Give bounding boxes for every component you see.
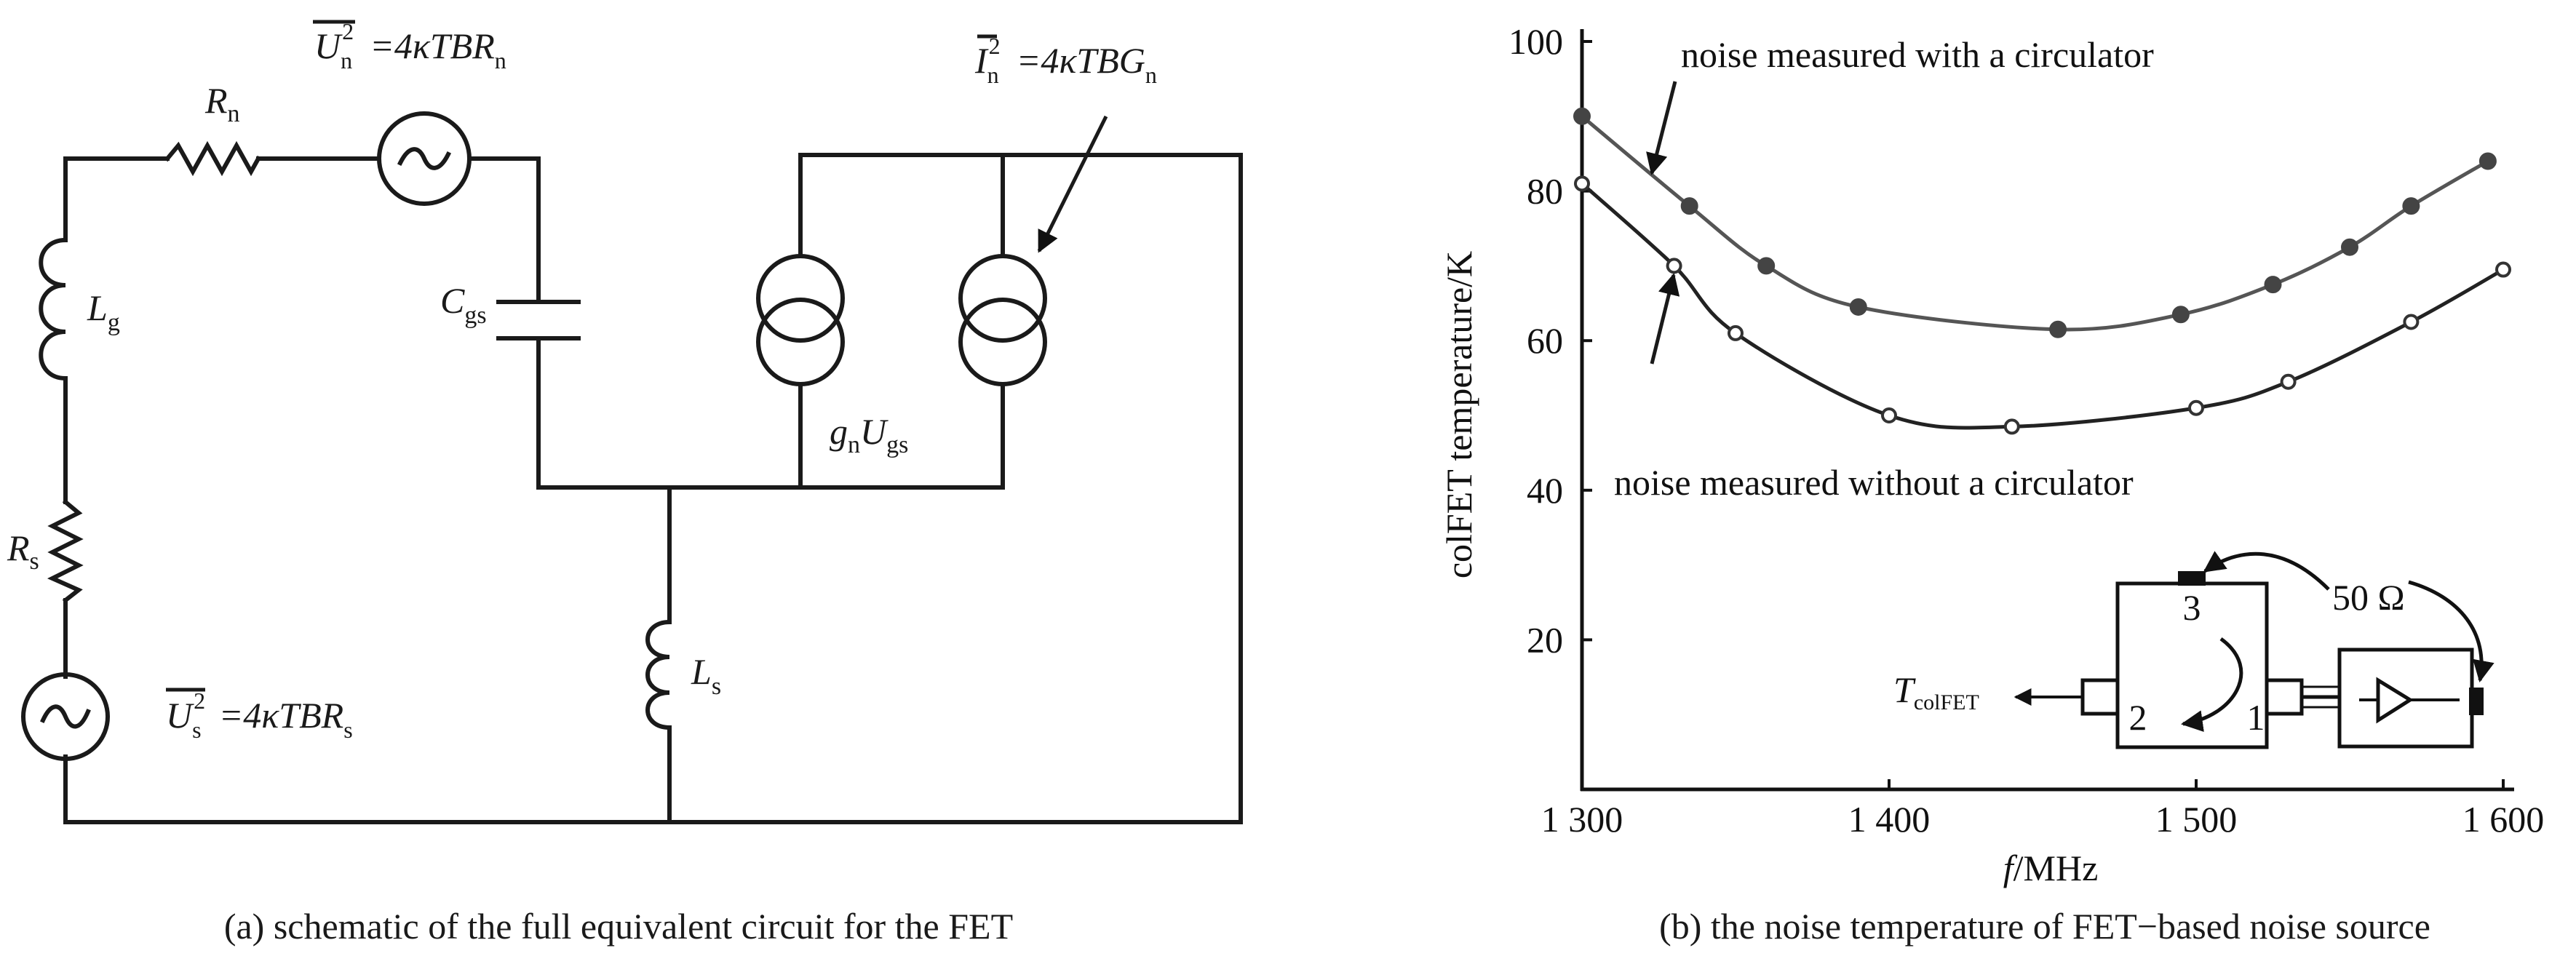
y-tick-label: 80 (1527, 171, 1563, 212)
inset-ohm-label: 50 Ω (2332, 577, 2405, 618)
current-source-in (958, 254, 1047, 386)
label-lg: Lg (87, 287, 120, 336)
series-line (1581, 182, 2505, 430)
current-source-gn-ugs (756, 254, 845, 386)
in-pointer-arrow (1037, 115, 1108, 253)
series-without-circulator (1574, 175, 2511, 435)
data-point (2188, 399, 2204, 416)
data-point (1849, 298, 1867, 316)
data-point (2341, 238, 2358, 256)
data-point (2495, 261, 2511, 278)
label-gn-ugs: gnUgs (830, 411, 908, 458)
x-tick-label: 1 600 (2462, 799, 2545, 840)
inset-port-1: 1 (2247, 697, 2265, 738)
data-point (2402, 197, 2420, 215)
inset-port-2: 2 (2129, 697, 2147, 738)
inset-port-3: 3 (2183, 587, 2201, 628)
arrow-ohm-amp (2408, 580, 2494, 682)
data-point (1666, 258, 1682, 274)
data-point (1728, 324, 1744, 341)
x-tick-label: 1 400 (1848, 799, 1931, 840)
data-point (1881, 407, 1897, 423)
noise-temperature-chart: 20 40 60 80 100 1 300 1 400 1 500 1 600 colFET … (1439, 21, 2544, 888)
caption-b: (b) the noise temperature of FET−based n… (1659, 906, 2430, 947)
arrow-with (1646, 81, 1677, 175)
svg-text:I2n=4κTBGn: I2n=4κTBGn (974, 33, 1157, 88)
data-point (2003, 418, 2020, 435)
y-tick-label: 40 (1527, 470, 1563, 511)
y-tick-label: 100 (1508, 21, 1563, 62)
label-ls: Ls (691, 651, 721, 700)
series-with-circulator (1573, 107, 2497, 338)
data-point (2403, 314, 2420, 330)
x-ticks: 1 300 1 400 1 500 1 600 (1541, 779, 2545, 840)
data-point (1574, 175, 1590, 192)
data-point (1757, 257, 1776, 275)
x-tick-label: 1 500 (2155, 799, 2238, 840)
series-line (1581, 114, 2489, 332)
y-axis-label: colFET temperature/K (1439, 251, 1479, 578)
data-point (2264, 276, 2282, 294)
circulator-inset: 3 2 1 50 Ω TcolFET (1893, 551, 2494, 749)
inductor-lg (39, 237, 68, 381)
capacitor-cgs (496, 300, 581, 340)
data-point (2280, 373, 2297, 390)
caption-a: (a) schematic of the full equivalent cir… (224, 906, 1013, 947)
arrow-without (1650, 273, 1680, 365)
voltage-source-us (21, 672, 110, 761)
annotation-without: noise measured without a circulator (1614, 462, 2134, 503)
data-point (1680, 197, 1698, 215)
circulation-arrow (2181, 637, 2243, 733)
voltage-source-un (377, 111, 472, 206)
y-tick-label: 20 (1527, 619, 1563, 660)
label-rs: Rs (7, 527, 39, 575)
inductor-ls (645, 619, 672, 730)
svg-text:U2s=4κTBRs: U2s=4κTBRs (166, 688, 353, 743)
data-point (2171, 306, 2190, 324)
annotation-with: noise measured with a circulator (1681, 34, 2154, 75)
resistor-rs (47, 498, 84, 604)
svg-text:U2n=4κTBRn: U2n=4κTBRn (314, 18, 506, 73)
data-point (2478, 152, 2497, 170)
x-axis-label: f/MHz (2003, 848, 2099, 888)
data-point (1573, 107, 1591, 125)
y-tick-label: 60 (1527, 320, 1563, 361)
label-cgs: Cgs (440, 280, 487, 329)
data-point (2049, 320, 2067, 338)
arrow-ohm-port3 (2203, 551, 2330, 591)
y-ticks: 20 40 60 80 100 (1508, 21, 1592, 660)
x-tick-label: 1 300 (1541, 799, 1623, 840)
resistor-rn (164, 140, 262, 177)
inset-tcolfet-label: TcolFET (1893, 669, 1979, 714)
label-rn: Rn (204, 80, 240, 127)
